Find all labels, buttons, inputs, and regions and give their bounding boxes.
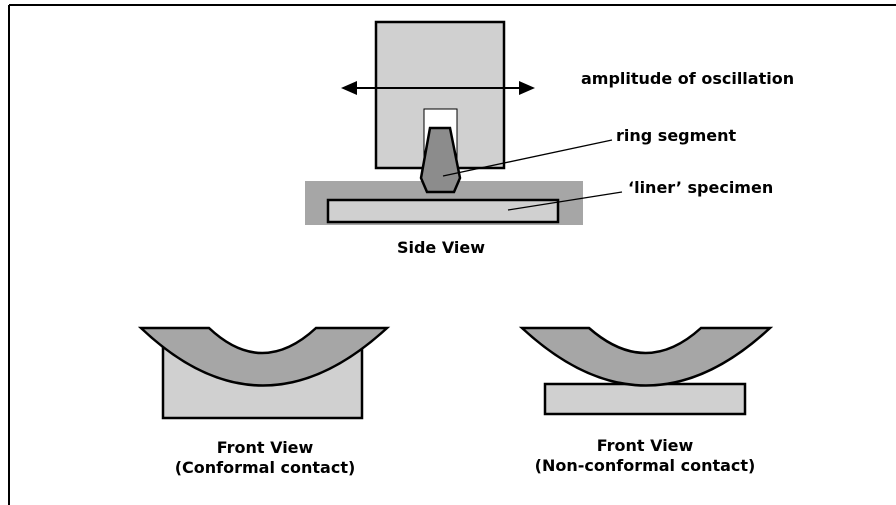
liner-specimen-label: ‘liner’ specimen (628, 178, 774, 197)
non-conformal-contact-label: (Non-conformal contact) (534, 456, 756, 475)
conformal-ring-segment (137, 326, 391, 387)
ring-segment-label: ring segment (616, 126, 737, 145)
oscillation-arrow-left-head (341, 81, 357, 95)
conformal-contact-label: (Conformal contact) (174, 458, 356, 477)
front-view-conformal-title: Front View (216, 438, 314, 457)
liner-leader-line (507, 191, 623, 211)
non-conformal-ring-segment (518, 326, 774, 387)
side-view-label: Side View (396, 238, 486, 257)
ring-segment (419, 126, 462, 194)
non-conformal-liner-block (543, 382, 747, 416)
ring-segment-leader-line (442, 139, 613, 177)
oscillation-arrow-right-head (519, 81, 535, 95)
front-view-non-conformal-title: Front View (596, 436, 694, 455)
amplitude-label: amplitude of oscillation (581, 69, 795, 88)
liner-specimen (326, 198, 560, 224)
